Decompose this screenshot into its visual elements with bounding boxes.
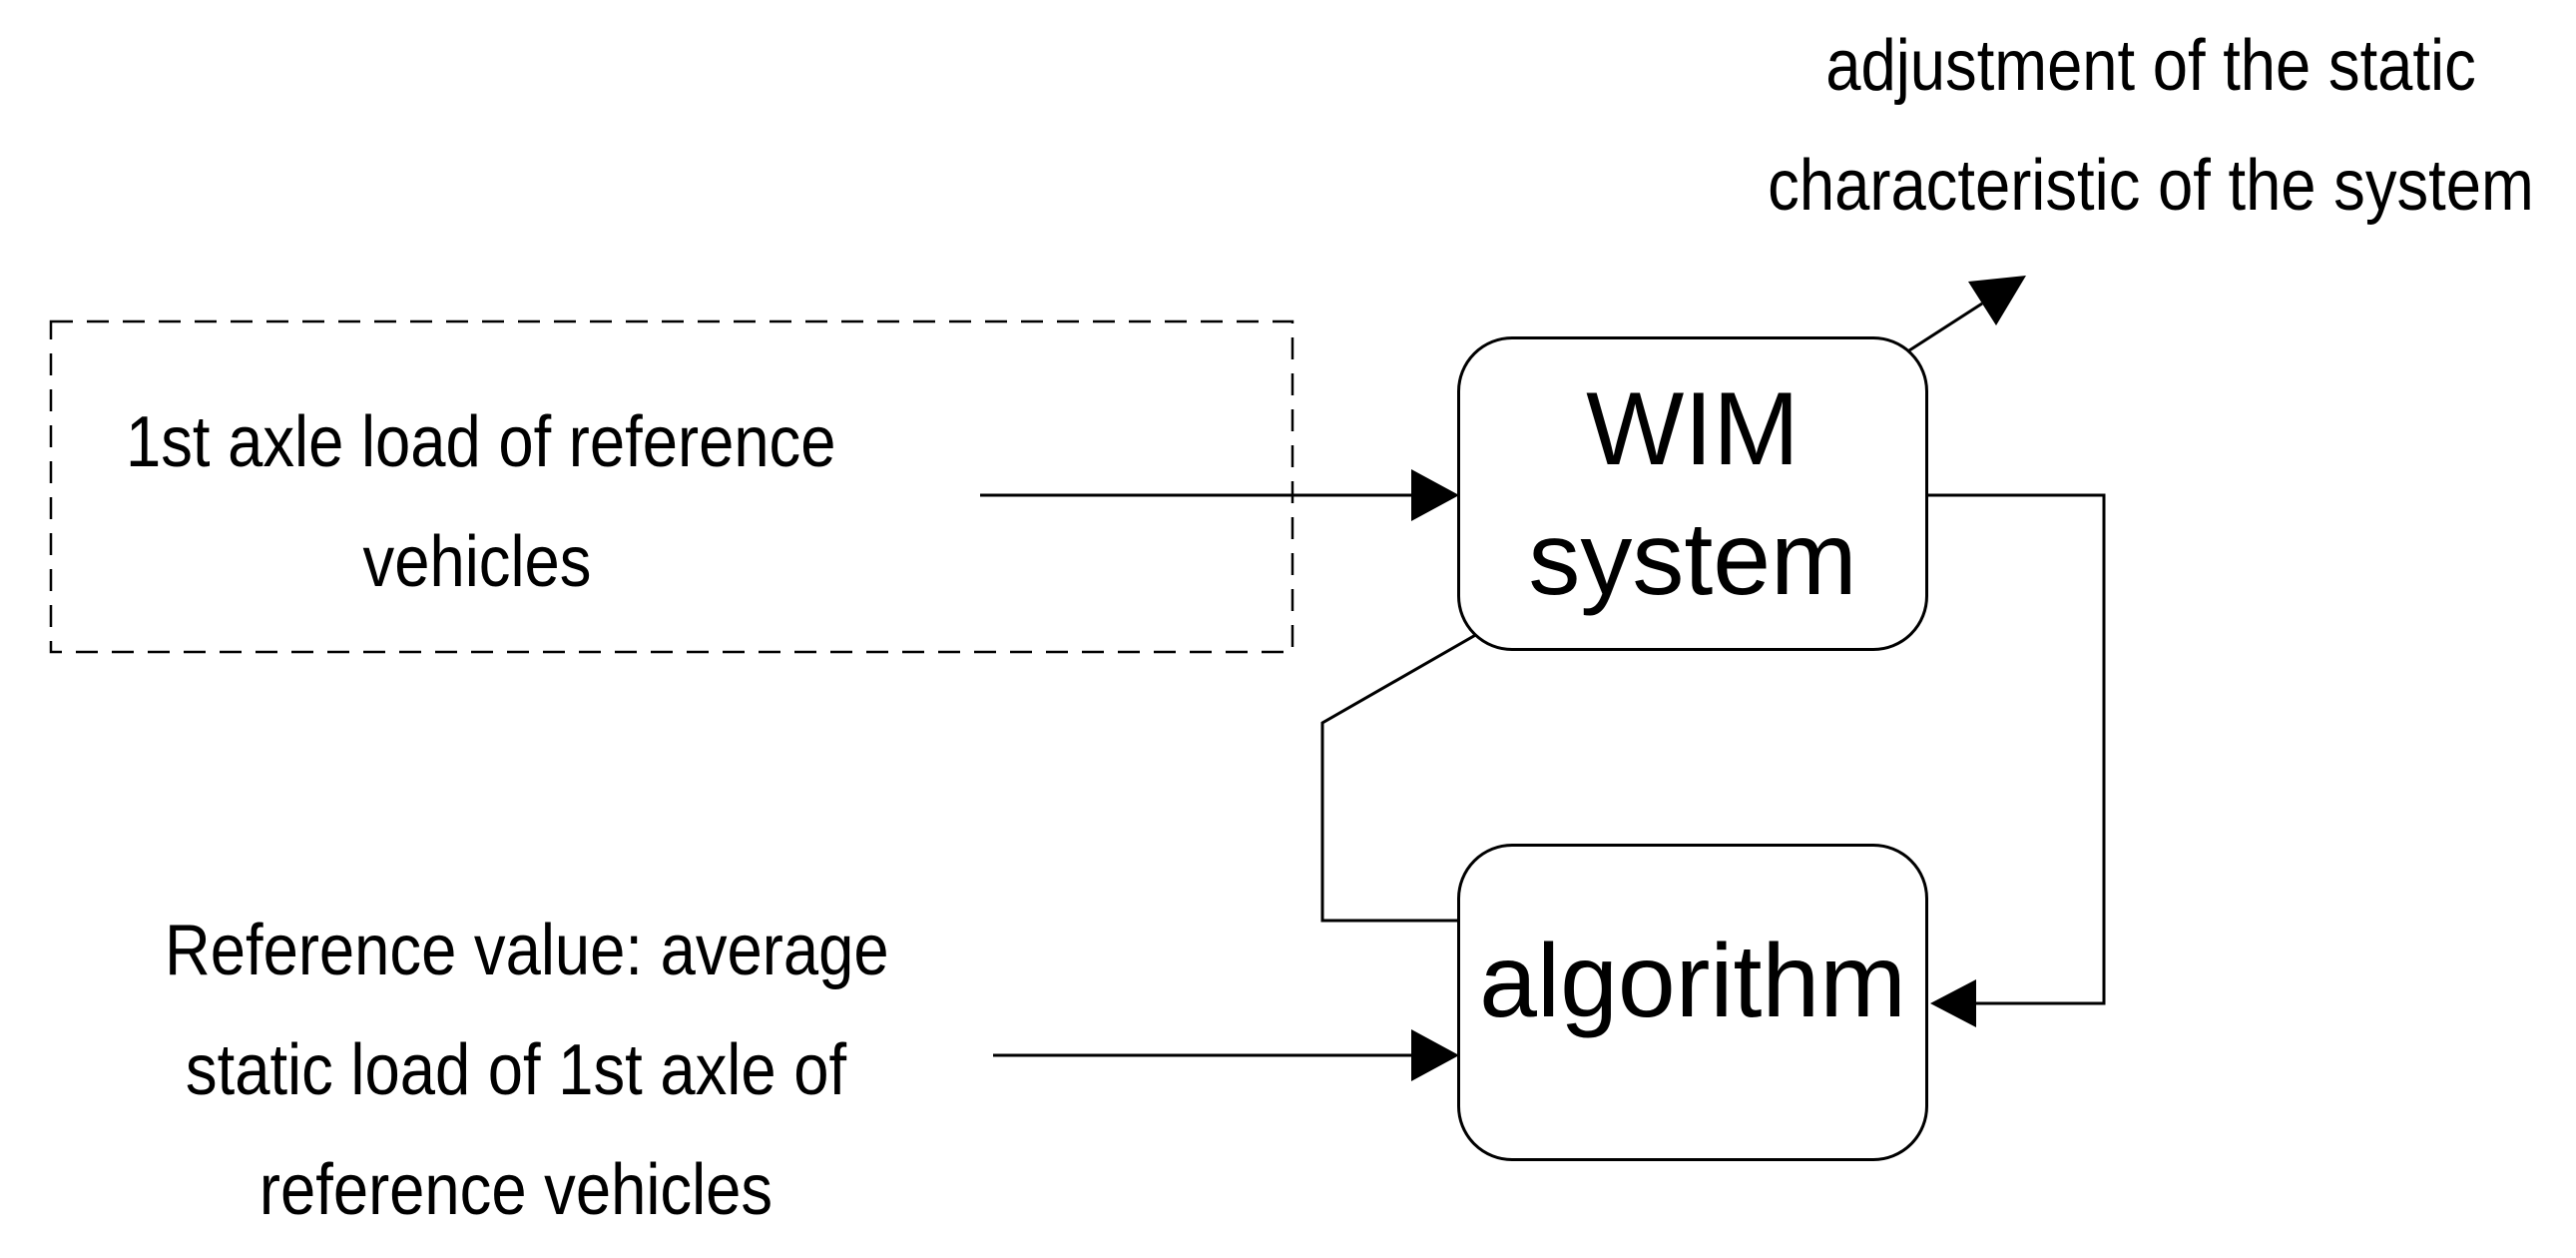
arrow-wim-output-head <box>1968 276 2026 325</box>
wim-system-label-line1: WIM <box>1586 370 1800 487</box>
annotation-reference-value-line3: reference vehicles <box>258 1150 773 1230</box>
connector-wim-to-algorithm <box>1320 631 1480 923</box>
annotation-axle-load-line2: vehicles <box>362 522 592 602</box>
annotation-adjustment-line1: adjustment of the static <box>1825 26 2476 106</box>
arrow-wim-output-line <box>1908 302 1983 352</box>
annotation-axle-load-line1: 1st axle load of reference <box>126 402 836 482</box>
annotation-reference-value-line2: static load of 1st axle of <box>185 1030 847 1110</box>
arrow-axle-load-to-wim-head <box>1411 469 1459 521</box>
algorithm-label: algorithm <box>1479 924 1906 1039</box>
annotation-adjustment: adjustment of the static characteristic … <box>1765 6 2537 246</box>
wim-system-node: WIM system <box>1457 336 1928 651</box>
wim-system-label-line2: system <box>1528 500 1857 617</box>
feedback-wim-to-algorithm-line <box>1928 493 2106 1005</box>
algorithm-node: algorithm <box>1457 844 1928 1161</box>
reference-input-group-box <box>49 319 1294 654</box>
annotation-reference-value-line1: Reference value: average <box>165 911 889 990</box>
annotation-axle-load: 1st axle load of reference vehicles <box>126 382 836 622</box>
annotation-reference-value: Reference value: average static load of … <box>165 891 889 1250</box>
feedback-wim-to-algorithm-head <box>1930 979 1976 1027</box>
annotation-adjustment-line2: characteristic of the system <box>1768 146 2534 226</box>
arrow-reference-value-to-algorithm-head <box>1411 1029 1459 1081</box>
